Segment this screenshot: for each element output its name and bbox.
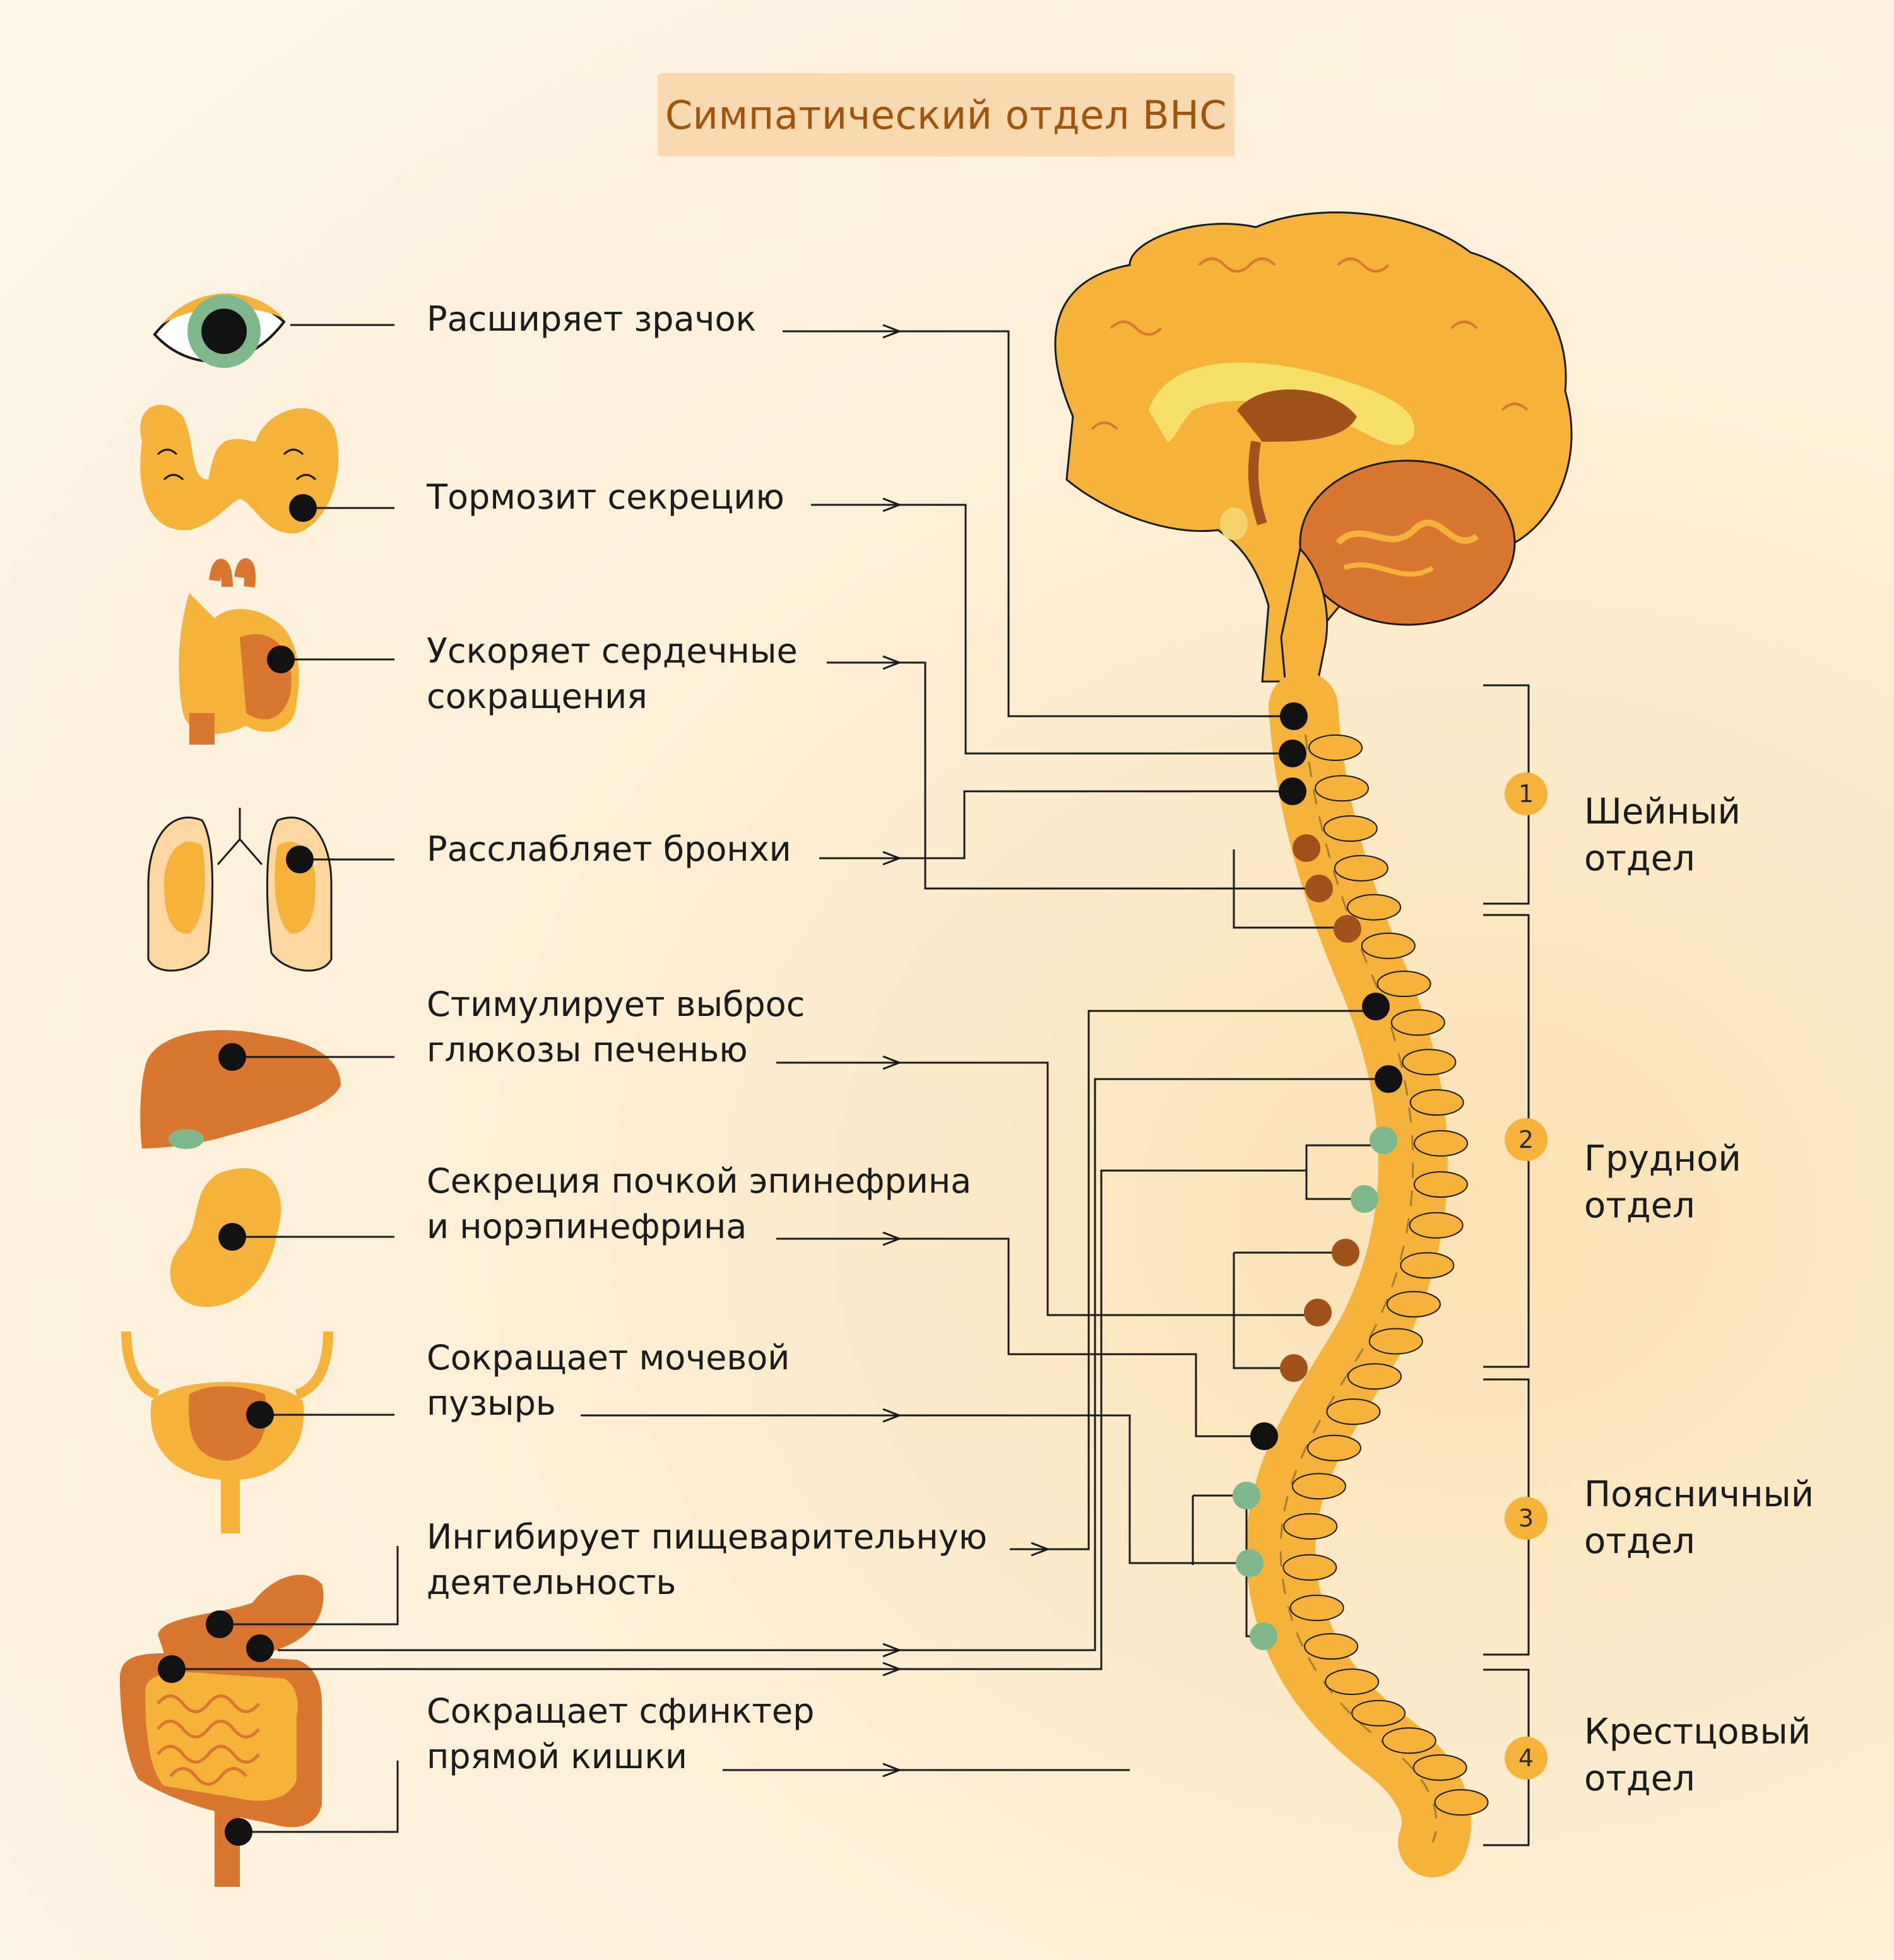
vertebra xyxy=(1351,1699,1406,1727)
pituitary-stalk xyxy=(1248,440,1267,526)
section-number-4: 4 xyxy=(1505,1737,1548,1780)
intestines-icon xyxy=(120,1574,324,1887)
stomach-node xyxy=(206,1610,234,1638)
vertebra xyxy=(1289,1594,1344,1621)
vertebra xyxy=(1409,1089,1464,1116)
section-number-2: 2 xyxy=(1505,1118,1548,1161)
colon-node xyxy=(158,1655,186,1683)
vertebra xyxy=(1325,1668,1380,1696)
rectum-node xyxy=(225,1818,252,1846)
spine-node xyxy=(1304,1299,1332,1326)
vertebra xyxy=(1413,1171,1468,1198)
vertebra xyxy=(1304,1633,1359,1660)
section-number-3: 3 xyxy=(1505,1497,1548,1540)
vertebra xyxy=(1326,1398,1381,1426)
vertebra xyxy=(1347,894,1402,921)
spine-node xyxy=(1375,1065,1402,1093)
vertebra xyxy=(1434,1789,1489,1816)
vertebra xyxy=(1361,932,1416,959)
spine-node xyxy=(1236,1549,1264,1577)
vertebra xyxy=(1390,1009,1445,1036)
cerebellum xyxy=(1299,459,1516,626)
thyroid-icon xyxy=(140,404,339,534)
vertebra xyxy=(1306,1434,1361,1461)
spine-node xyxy=(1250,1422,1278,1450)
effect-label-lungs: Расслабляет бронхи xyxy=(427,829,791,869)
vertebra xyxy=(1382,1727,1436,1754)
vertebra xyxy=(1308,734,1363,761)
eye-node xyxy=(212,317,240,345)
spine-node xyxy=(1279,777,1306,805)
vertebra xyxy=(1323,815,1378,842)
brain-illustration xyxy=(1054,211,1573,708)
kidney-node xyxy=(218,1223,246,1251)
vertebra xyxy=(1347,1363,1402,1390)
vertebra xyxy=(1386,1290,1441,1318)
vertebra xyxy=(1368,1328,1423,1355)
spine-node xyxy=(1332,1239,1359,1266)
spine-node xyxy=(1233,1482,1260,1509)
lungs-icon xyxy=(147,808,333,972)
spine-node xyxy=(1351,1185,1378,1213)
spine-node xyxy=(1293,834,1320,862)
spine-node xyxy=(1280,702,1308,730)
spine-node xyxy=(1279,740,1306,767)
spine-node xyxy=(1370,1126,1397,1154)
heart-node xyxy=(267,646,295,673)
bladder-node xyxy=(246,1401,274,1429)
bladder-icon xyxy=(121,1331,333,1533)
title-box: Симпатический отдел ВНС xyxy=(658,73,1234,156)
vertebra xyxy=(1291,1473,1346,1500)
vertebra xyxy=(1334,854,1388,882)
vertebra xyxy=(1283,1513,1338,1540)
nerve-nodes xyxy=(158,317,1402,1846)
spine-node xyxy=(1334,915,1361,943)
spine-node xyxy=(1280,1354,1308,1382)
small-intestine-node xyxy=(246,1634,274,1662)
vertebra xyxy=(1376,971,1431,998)
vertebra xyxy=(1412,1754,1467,1781)
diagram-title: Симпатический отдел ВНС xyxy=(665,92,1228,138)
spine-node xyxy=(1362,993,1390,1020)
thyroid-node xyxy=(289,494,317,522)
spine-node xyxy=(1305,875,1333,902)
liver-icon xyxy=(140,1030,341,1149)
vertebra xyxy=(1402,1049,1457,1076)
effect-label-thyroid: Тормозит секрецию xyxy=(427,477,784,517)
spine-node xyxy=(1250,1622,1277,1650)
vertebra xyxy=(1315,775,1370,802)
liver-node xyxy=(218,1043,246,1071)
heart-icon xyxy=(179,558,299,745)
vertebra xyxy=(1282,1554,1337,1581)
effect-label-eye: Расширяет зрачок xyxy=(427,299,757,339)
pituitary xyxy=(1220,507,1248,540)
connector-lines xyxy=(172,324,1388,1833)
lungs-node xyxy=(286,846,314,873)
vertebra xyxy=(1409,1212,1464,1239)
vertebra xyxy=(1414,1130,1469,1157)
section-number-1: 1 xyxy=(1505,772,1548,815)
section-brackets xyxy=(1483,684,1530,1846)
thalamus xyxy=(1237,389,1357,442)
vertebra xyxy=(1400,1252,1455,1279)
